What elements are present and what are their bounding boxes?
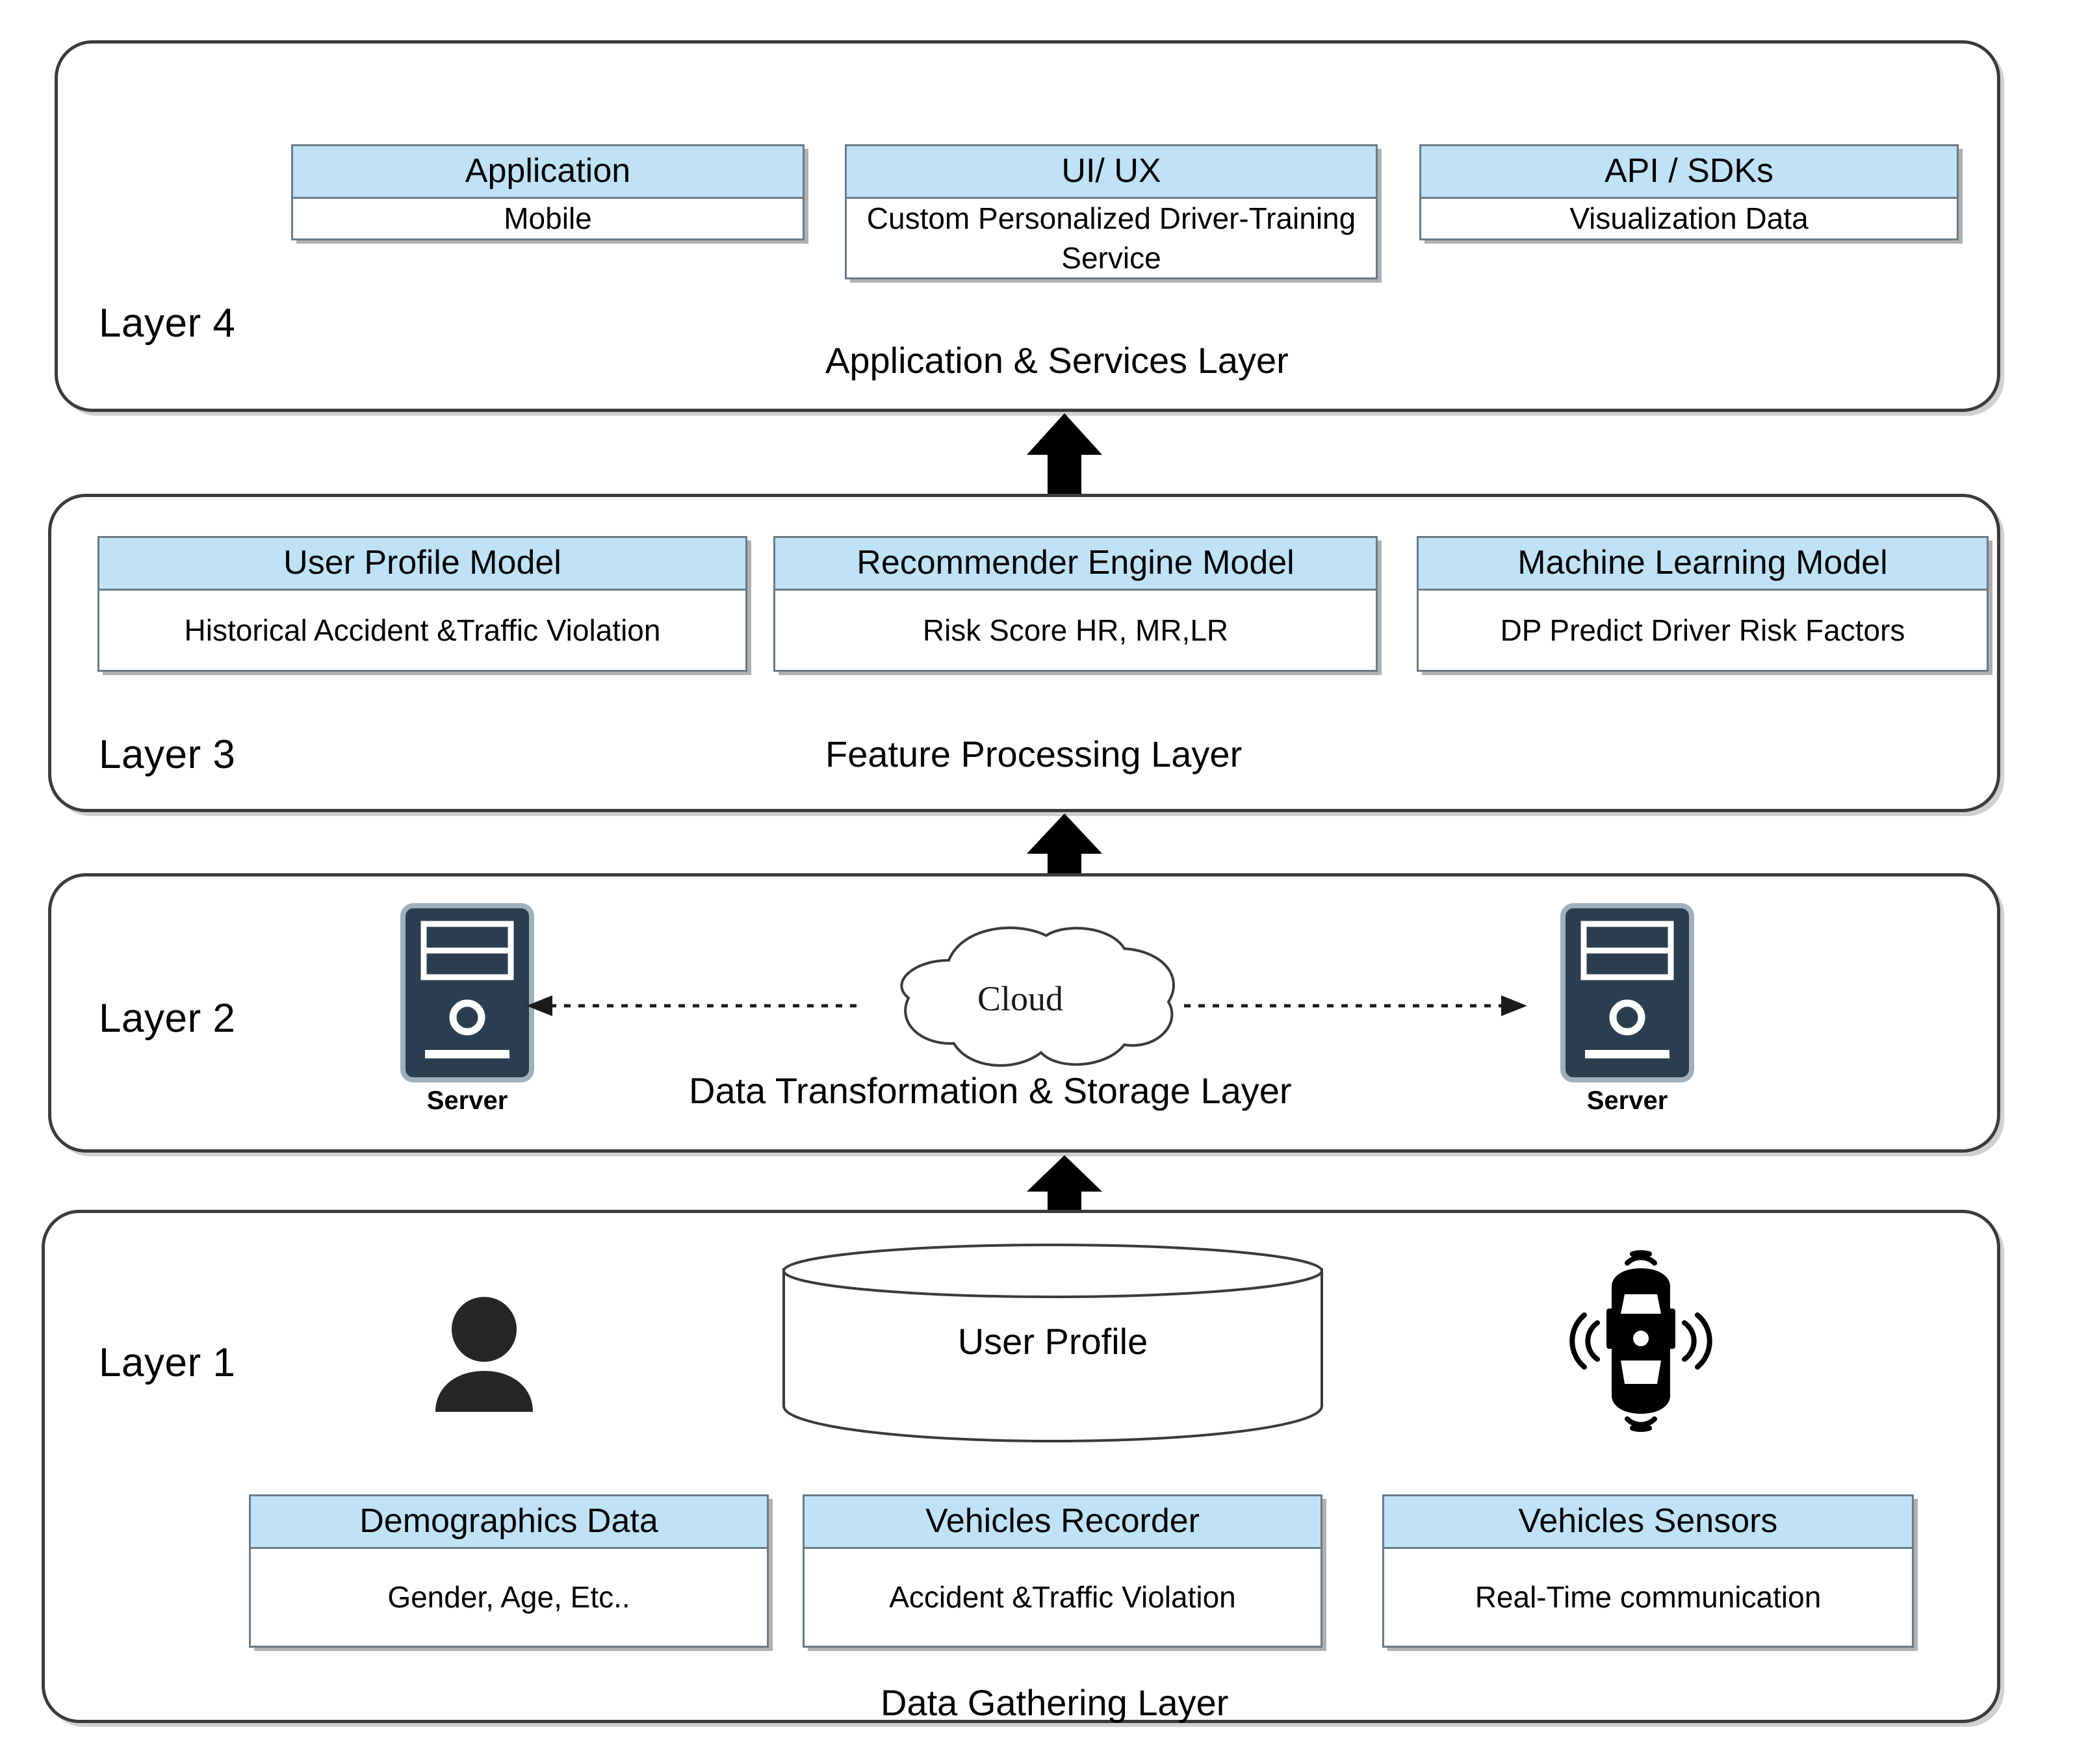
layer-3-tag: Layer 3 xyxy=(99,732,236,777)
layer-4-tag: Layer 4 xyxy=(99,301,236,346)
card-application[interactable]: Application Mobile xyxy=(291,144,805,240)
server-left[interactable]: Server xyxy=(380,902,554,1116)
dotted-arrow-left-icon xyxy=(526,993,864,1019)
layer-4-caption: Application & Services Layer xyxy=(825,340,1289,381)
database-label: User Profile xyxy=(957,1321,1148,1362)
cloud-icon xyxy=(900,927,1176,1067)
card-recommender-engine-model-head: Recommender Engine Model xyxy=(773,536,1378,591)
cloud-label: Cloud xyxy=(977,979,1064,1018)
car-sensors-icon xyxy=(1547,1246,1735,1435)
card-vehicles-recorder[interactable]: Vehicles Recorder Accident &Traffic Viol… xyxy=(803,1494,1322,1648)
user-icon xyxy=(422,1292,546,1415)
card-demographics-data-head: Demographics Data xyxy=(249,1494,769,1549)
card-recommender-engine-model[interactable]: Recommender Engine Model Risk Score HR, … xyxy=(773,536,1378,672)
card-api-sdks-head: API / SDKs xyxy=(1419,144,1959,199)
card-user-profile-model-body: Historical Accident &Traffic Violation xyxy=(97,591,747,672)
card-vehicles-sensors-head: Vehicles Sensors xyxy=(1382,1494,1914,1549)
server-icon xyxy=(400,903,534,1082)
arrow-up-icon-layer1-to-layer2 xyxy=(1025,1155,1103,1218)
card-application-head: Application xyxy=(291,144,805,199)
layer-1-caption: Data Gathering Layer xyxy=(881,1682,1229,1723)
card-user-profile-model-head: User Profile Model xyxy=(97,536,747,591)
card-api-sdks-body: Visualization Data xyxy=(1419,199,1959,240)
layer-2-caption: Data Transformation & Storage Layer xyxy=(689,1070,1292,1111)
card-machine-learning-model-body: DP Predict Driver Risk Factors xyxy=(1417,591,1989,672)
layer-1-tag: Layer 1 xyxy=(99,1340,236,1385)
arrow-up-icon-layer3-to-layer4 xyxy=(1025,413,1103,494)
layer-2-tag: Layer 2 xyxy=(99,996,236,1041)
card-machine-learning-model[interactable]: Machine Learning Model DP Predict Driver… xyxy=(1417,536,1989,672)
card-ui-ux-head: UI/ UX xyxy=(845,144,1378,199)
card-recommender-engine-model-body: Risk Score HR, MR,LR xyxy=(773,591,1378,672)
card-ui-ux-body: Custom Personalized Driver-Training Serv… xyxy=(845,199,1378,280)
card-vehicles-sensors[interactable]: Vehicles Sensors Real-Time communication xyxy=(1382,1494,1914,1648)
card-user-profile-model[interactable]: User Profile Model Historical Accident &… xyxy=(97,536,747,672)
card-demographics-data-body: Gender, Age, Etc.. xyxy=(249,1549,769,1648)
card-ui-ux[interactable]: UI/ UX Custom Personalized Driver-Traini… xyxy=(845,144,1378,280)
card-demographics-data[interactable]: Demographics Data Gender, Age, Etc.. xyxy=(249,1494,769,1648)
card-application-body: Mobile xyxy=(291,199,805,240)
cloud-node: Cloud xyxy=(851,915,1189,1077)
server-left-label: Server xyxy=(426,1086,508,1115)
card-api-sdks[interactable]: API / SDKs Visualization Data xyxy=(1419,144,1959,240)
database-cylinder: User Profile xyxy=(780,1242,1326,1443)
server-right[interactable]: Server xyxy=(1540,902,1714,1116)
server-icon xyxy=(1560,903,1694,1082)
database-cylinder-icon xyxy=(782,1244,1323,1443)
server-right-label: Server xyxy=(1586,1086,1668,1115)
dotted-arrow-right-icon xyxy=(1183,993,1527,1019)
card-machine-learning-model-head: Machine Learning Model xyxy=(1417,536,1989,591)
card-vehicles-recorder-head: Vehicles Recorder xyxy=(803,1494,1322,1549)
layer-3-caption: Feature Processing Layer xyxy=(825,734,1243,774)
arrow-up-icon-layer2-to-layer3 xyxy=(1025,813,1103,891)
card-vehicles-recorder-body: Accident &Traffic Violation xyxy=(803,1549,1322,1648)
card-vehicles-sensors-body: Real-Time communication xyxy=(1382,1549,1914,1648)
